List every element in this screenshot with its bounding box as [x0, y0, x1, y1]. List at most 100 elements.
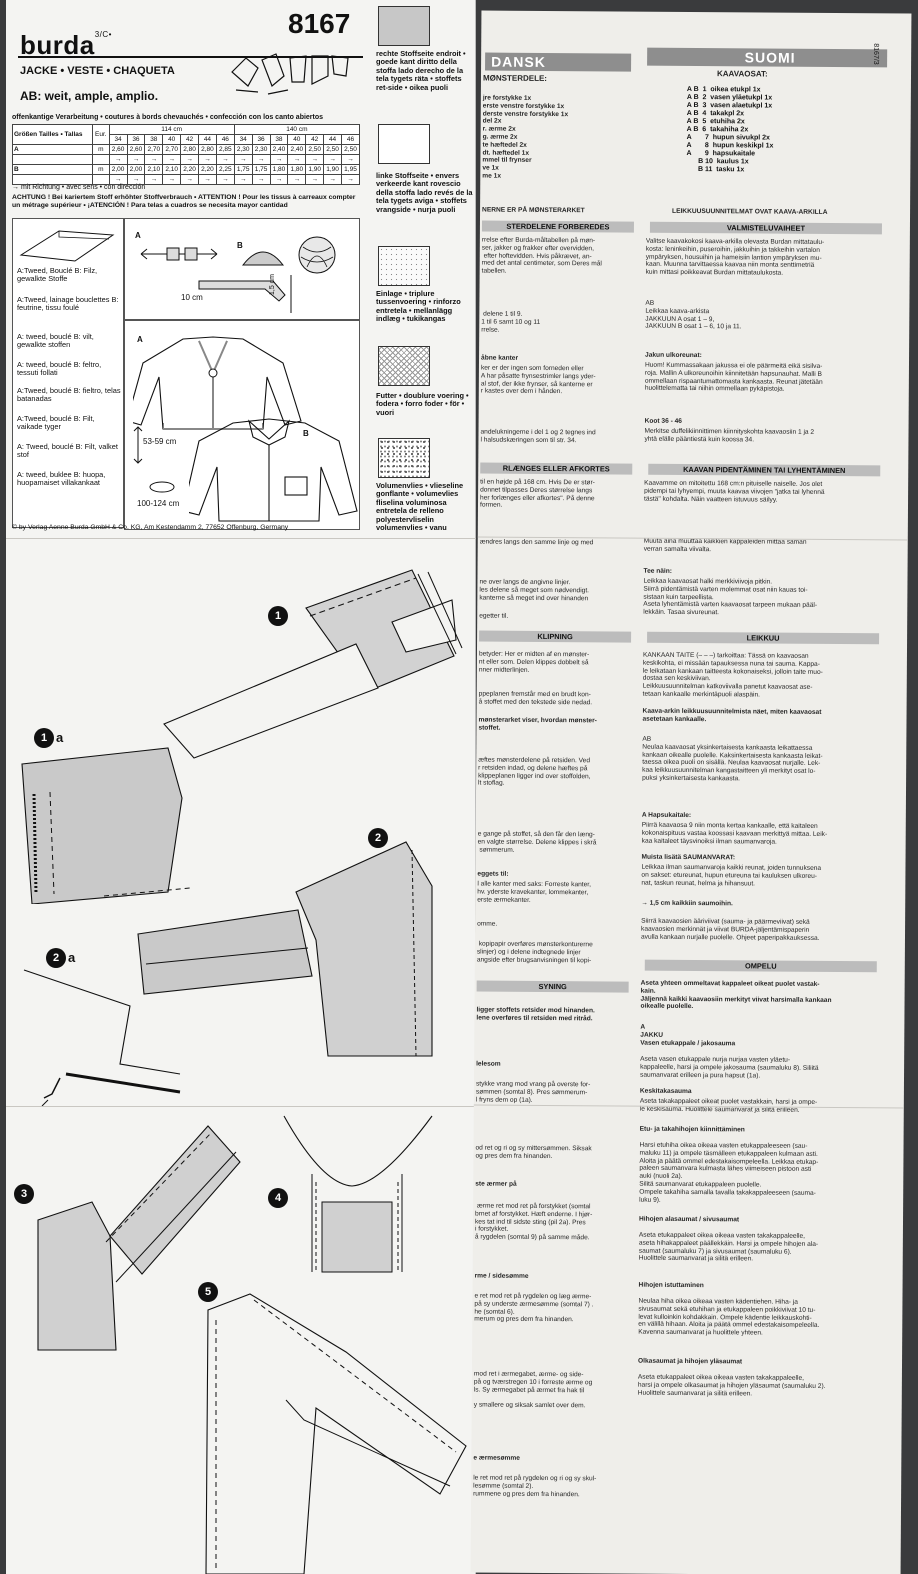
suomi-heading: Hihojen istuttaminen — [638, 1281, 704, 1290]
nap-arrow-icon: → — [305, 154, 325, 165]
nap-arrow-icon: → — [126, 154, 146, 165]
dansk-text: e ret mod ret på rygdelen og læg ærme- p… — [474, 1292, 594, 1324]
dansk-pieces-list: jre forstykke 1x erste venstre forstykke… — [482, 94, 569, 180]
size-header-cell: 36 — [251, 134, 271, 145]
suomi-text: Neulaa hiha oikea oikeaa vasten kädentie… — [638, 1297, 820, 1337]
suomi-text: Aseta etukappaleet oikea oikeaa vasten t… — [637, 1373, 826, 1398]
tape-length: 10 cm — [181, 293, 203, 302]
yardage-cell: 1,80 — [269, 164, 289, 175]
swatch-interfacing — [378, 246, 430, 286]
fabric-text-fr: A:Tweed, lainage bouclettes B: feutrine,… — [17, 295, 119, 313]
instruction-sheet-right: DANSK SUOMI 8167/3 MØNSTERDELE: jre fors… — [470, 10, 912, 1574]
suomi-text: Aseta vasen etukappale nurja nurjaa vast… — [640, 1055, 819, 1080]
fabric-suggestions: A:Tweed, Bouclé B: Filz, gewalkte Stoffe… — [12, 218, 124, 528]
dansk-note: NERNE ER PÅ MØNSTERARKET — [482, 206, 585, 215]
fabric-text-es: A:Tweed, bouclé B: fieltro, telas batana… — [17, 386, 121, 404]
yardage-cell: 2,00 — [108, 164, 128, 175]
nap-arrow-icon: → — [269, 174, 289, 185]
legend-volume-fleece: Volumenvlies • vlieseline gonflante • vo… — [376, 481, 464, 533]
size-header-cell: 38 — [144, 134, 164, 145]
step-badge-2: 2 — [368, 828, 388, 848]
dansk-text: ærme ret mod ret på forstykket (somtal b… — [474, 1202, 593, 1242]
nap-arrow-icon: → — [341, 174, 360, 185]
size-header-cell: 40 — [287, 134, 307, 145]
size-header-cell: 42 — [305, 134, 325, 145]
suomi-text: Muuta aina muuttaa kaikkien kappaleiden … — [643, 537, 807, 553]
notion-label-b: B — [237, 241, 243, 250]
jacket-a-drawing — [133, 336, 302, 430]
size-table-label: Größen Tailles • Tallas — [12, 124, 93, 145]
suomi-text: Leikkaa kaavaosat halki merkkiviivoja pi… — [643, 577, 818, 617]
width-140: 140 cm — [233, 124, 361, 135]
size-header-cell: 46 — [215, 134, 235, 145]
suomi-text: AB Neulaa kaavaosat yksinkertaisesta kan… — [642, 735, 823, 783]
nap-arrow-icon: → — [287, 154, 307, 165]
tape-width: 1,5 cm — [269, 273, 276, 295]
nap-note: → mit Richtung • avec sens • con direcci… — [12, 184, 146, 191]
dansk-text: til en højde på 168 cm. Hvis De er stør-… — [479, 478, 595, 510]
suomi-heading: Koot 36 - 46 — [644, 417, 682, 425]
swatch-wrong-side — [378, 124, 430, 164]
dansk-text: æftes mønsterdelene på retsiden. Ved r r… — [478, 756, 591, 788]
yardage-cell: 2,30 — [233, 144, 253, 155]
fabric-text-de: A:Tweed, Bouclé B: Filz, gewalkte Stoffe — [17, 266, 98, 284]
suomi-text: Aseta yhteen ommeltavat kappaleet oikeat… — [640, 979, 832, 1011]
dansk-text: ppeplanen fremstår med en brudt kon- å s… — [478, 690, 593, 707]
size-header-cell: 38 — [269, 134, 289, 145]
nap-arrow-icon: → — [251, 174, 271, 185]
garment-title: JACKE • VESTE • CHAQUETA — [20, 65, 175, 77]
suomi-heading: Olkasaumat ja hihojen yläsaumat — [638, 1357, 743, 1366]
legend-right-side: rechte Stoffseite endroit • goede kant d… — [376, 49, 466, 92]
step-label-2a-suffix: a — [68, 950, 76, 965]
nap-arrow-icon: → — [323, 154, 342, 165]
yardage-cell: 2,70 — [162, 144, 182, 155]
suomi-text: Kaava-arkin leikkuusuunnitelmista näet, … — [642, 707, 822, 723]
nap-arrow-icon: → — [215, 174, 235, 185]
fabric-swatch-icon — [19, 230, 115, 262]
dansk-band-cutting: KLIPNING — [479, 630, 632, 643]
suomi-band-length: KAAVAN PIDENTÄMINEN TAI LYHENTÄMINEN — [648, 463, 881, 477]
size-header-cell: 34 — [108, 134, 128, 145]
technical-drawing-panel: A B 53-59 cm 100-124 — [124, 320, 360, 530]
dansk-pieces-title: MØNSTERDELE: — [482, 73, 548, 83]
suomi-piece-item: B 11 tasku 1x — [686, 165, 745, 174]
yardage-cell: 2,80 — [198, 144, 217, 155]
nap-arrow-icon: → — [198, 154, 217, 165]
yardage-cell: 2,10 — [162, 164, 182, 175]
yardage-cell: 2,20 — [198, 164, 217, 175]
nap-arrow-icon: → — [323, 174, 342, 185]
step-1-illustration — [163, 569, 463, 759]
nap-arrow-icon: → — [162, 154, 182, 165]
suomi-text: Kaavamme on mitoitettu 168 cm:n pituisel… — [644, 479, 825, 504]
suomi-note: LEIKKUUSUUNNITELMAT OVAT KAAVA-ARKILLA — [672, 207, 828, 216]
suomi-heading: A JAKKU Vasen etukappale / jakosauma — [640, 1023, 736, 1047]
copyright: © by Verlag Aenne Burda GmbH & Co. KG, A… — [12, 524, 289, 531]
dansk-band-prepare: STERDELENE FORBEREDES — [481, 220, 634, 233]
dansk-heading: e ærmesømme — [473, 1454, 520, 1462]
legend-lining: Futter • doublure voering • fodera • for… — [376, 391, 469, 417]
step-4-illustration — [283, 1115, 433, 1273]
suomi-text: Merkitse duffelikiinnittimen kiinnitysko… — [644, 427, 815, 444]
dansk-text: rrelse efter Burda-måltabellen på møn- s… — [481, 236, 602, 275]
dansk-text: kopipapir overføres mønsterkonturerne sl… — [476, 940, 593, 964]
fabric-requirement-table: Größen Tailles • Tallas Eur. 114 cm 140 … — [12, 124, 361, 185]
instruction-sheet-left: burda3/C• 8167 JACKE • VESTE • CHAQUETA … — [6, 0, 476, 1574]
nap-arrow-icon: → — [287, 174, 307, 185]
dansk-text: od ret og ri og sy mittersømmen. Siksak … — [475, 1144, 592, 1160]
dansk-text: le ret mod ret på rygdelen og ri og sy s… — [473, 1474, 597, 1498]
swatch-right-side — [378, 6, 430, 46]
yardage-cell: 1,75 — [233, 164, 253, 175]
step-5-illustration — [205, 1293, 467, 1574]
yardage-cell: 2,85 — [215, 144, 235, 155]
nap-arrow-icon: → — [108, 174, 128, 185]
width-114: 114 cm — [108, 124, 235, 135]
brand-logo: burda3/C• — [20, 30, 112, 60]
fold-line — [6, 1106, 476, 1107]
dansk-band-sewing: SYNING — [476, 980, 629, 993]
nap-arrow-icon: → — [305, 174, 325, 185]
yarn-ball-icon — [298, 236, 336, 274]
dansk-text: l alle kanter med saks: Forreste kanter,… — [477, 880, 591, 904]
suomi-heading: Muista lisätä SAUMANVARAT: — [641, 853, 736, 862]
suomi-heading: A Hapsukaitale: — [641, 811, 692, 820]
dansk-text: delene 1 til 9. 1 til 6 samt 10 og 11 rr… — [481, 310, 541, 334]
